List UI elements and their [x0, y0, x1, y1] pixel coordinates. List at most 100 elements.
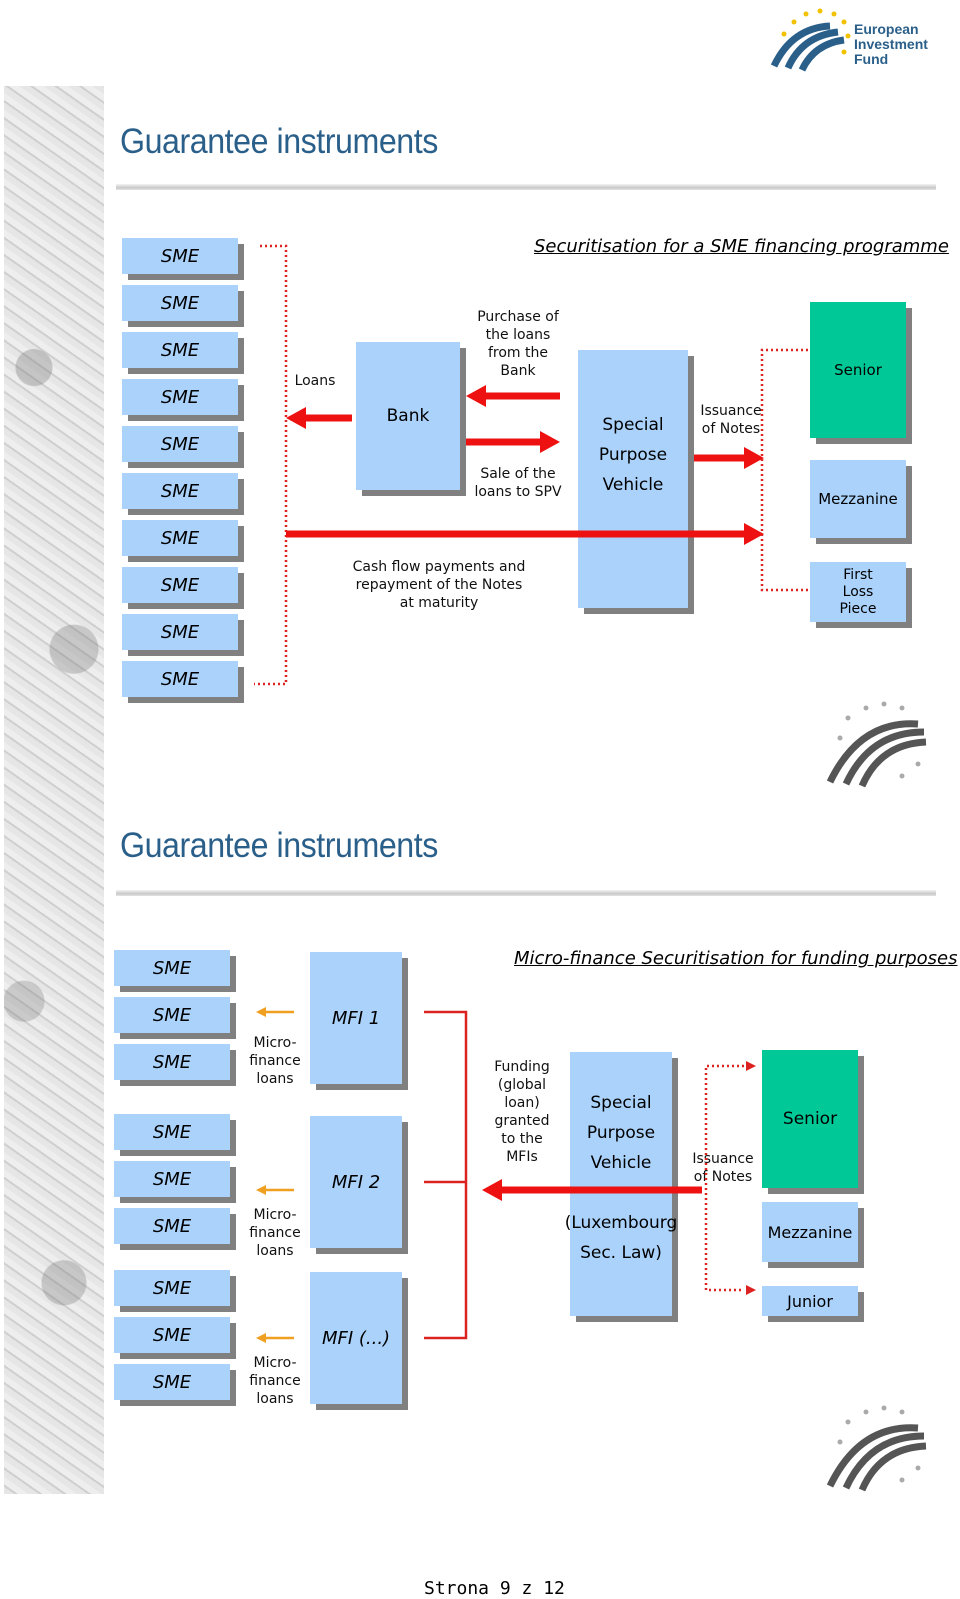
mfi-box: MFI 2 [310, 1116, 402, 1248]
funding-line: to the [501, 1131, 543, 1147]
microfinance-label: Micro- finance loans [246, 1034, 304, 1088]
first-loss-line: First [843, 566, 873, 583]
loans-label: Loans [294, 373, 336, 389]
sale-line: Sale of the [480, 466, 556, 482]
tranche-arrowhead [746, 1285, 756, 1295]
spv-line: Special [590, 1093, 652, 1113]
mezzanine-tranche: Mezzanine [810, 460, 906, 538]
cashflow-line: repayment of the Notes [355, 577, 523, 593]
cashflow-arrowhead [744, 523, 764, 545]
microfinance-line: Micro- [253, 1035, 297, 1051]
sme-box: SME [114, 1364, 230, 1400]
microfinance-line: loans [256, 1243, 294, 1259]
funding-line: MFIs [506, 1149, 538, 1165]
cashflow-label: Cash flow payments and repayment of the … [346, 558, 532, 612]
sme-box: SME [114, 950, 230, 986]
tranche-bracket-dotted [760, 348, 808, 592]
first-loss-line: Piece [839, 600, 877, 617]
spv-box: Special Purpose Vehicle (Luxembourg Sec.… [565, 1052, 677, 1316]
sme-box: SME [122, 567, 238, 603]
sale-line: loans to SPV [474, 484, 562, 500]
funding-line: Funding [494, 1059, 550, 1075]
spv-line: Special [602, 415, 664, 435]
sme-box: SME [114, 1161, 230, 1197]
funding-line: granted [494, 1113, 550, 1129]
sme-box: SME [114, 1270, 230, 1306]
logo-line: Fund [854, 51, 889, 67]
mfi-bracket [424, 1010, 468, 1340]
microloan-arrowhead [256, 1007, 266, 1017]
issuance-line: of Notes [693, 1169, 753, 1185]
issuance-line: of Notes [701, 421, 761, 437]
sme-box: SME [122, 520, 238, 556]
slide1-divider [116, 184, 936, 190]
spv-line: Purpose [586, 1123, 656, 1143]
spv-box: Special Purpose Vehicle [578, 350, 688, 608]
mfi-box: MFI 1 [310, 952, 402, 1084]
mezzanine-tranche: Mezzanine [762, 1202, 858, 1262]
purchase-arrowhead [466, 385, 486, 407]
eif-mark-icon [826, 1405, 927, 1492]
microfinance-line: loans [256, 1391, 294, 1407]
purchase-line: from the [487, 345, 548, 361]
eif-mark-icon [826, 701, 927, 788]
microfinance-line: finance [249, 1373, 301, 1389]
microfinance-label: Micro- finance loans [246, 1354, 304, 1408]
spv-line: Purpose [598, 445, 668, 465]
funding-line: loan) [504, 1095, 540, 1111]
spv-law-line: Sec. Law) [580, 1243, 662, 1263]
funding-line: (global [497, 1077, 547, 1093]
microfinance-line: Micro- [253, 1207, 297, 1223]
mfi-box: MFI (...) [310, 1272, 402, 1404]
eif-logo-mark-icon [770, 8, 851, 72]
first-loss-line: Loss [842, 583, 874, 600]
microfinance-line: Micro- [253, 1355, 297, 1371]
microfinance-line: finance [249, 1225, 301, 1241]
microfinance-label: Micro- finance loans [246, 1206, 304, 1260]
loans-arrowhead [286, 407, 306, 429]
microloan-arrowhead [256, 1333, 266, 1343]
funding-arrowhead [482, 1179, 502, 1201]
sme-box: SME [122, 661, 238, 697]
microfinance-line: loans [256, 1071, 294, 1087]
slide2-connectors [256, 1007, 756, 1343]
tranche-arrowhead [746, 1061, 756, 1071]
sme-box: SME [122, 473, 238, 509]
sme-box: SME [122, 332, 238, 368]
bank-box: Bank [356, 342, 460, 490]
page-number: Strona 9 z 12 [424, 1578, 565, 1599]
spv-law-line: (Luxembourg [564, 1213, 678, 1233]
slide2-divider [116, 890, 936, 896]
microloan-arrowhead [256, 1185, 266, 1195]
issuance-label: Issuance of Notes [690, 1150, 756, 1186]
purchase-line: Bank [500, 363, 536, 379]
issuance-line: Issuance [700, 403, 762, 419]
purchase-line: the loans [485, 327, 551, 343]
sale-arrowhead [540, 431, 560, 453]
sme-bracket-dotted [254, 244, 288, 686]
sme-box: SME [122, 426, 238, 462]
sme-box: SME [114, 1317, 230, 1353]
cashflow-line: Cash flow payments and [352, 559, 526, 575]
tranche-bracket-dotted [704, 1064, 744, 1292]
sme-box: SME [122, 238, 238, 274]
issuance-label: Issuance of Notes [698, 402, 764, 438]
cashflow-line: at maturity [399, 595, 479, 611]
senior-tranche: Senior [762, 1050, 858, 1188]
sme-box: SME [122, 614, 238, 650]
microfinance-line: finance [249, 1053, 301, 1069]
first-loss-tranche: First Loss Piece [810, 562, 906, 622]
sme-box: SME [114, 1114, 230, 1150]
junior-tranche: Junior [762, 1286, 858, 1316]
senior-tranche: Senior [810, 302, 906, 438]
sme-box: SME [122, 285, 238, 321]
eif-logo: European Investment Fund [770, 8, 942, 72]
spv-line: Vehicle [590, 1153, 652, 1173]
slide1-title: Guarantee instruments [120, 122, 438, 161]
issuance-line: Issuance [692, 1151, 754, 1167]
sme-box: SME [122, 379, 238, 415]
sme-box: SME [114, 1044, 230, 1080]
logo-line: European [854, 21, 919, 37]
purchase-line: Purchase of [477, 309, 559, 325]
slide2-title: Guarantee instruments [120, 826, 438, 865]
